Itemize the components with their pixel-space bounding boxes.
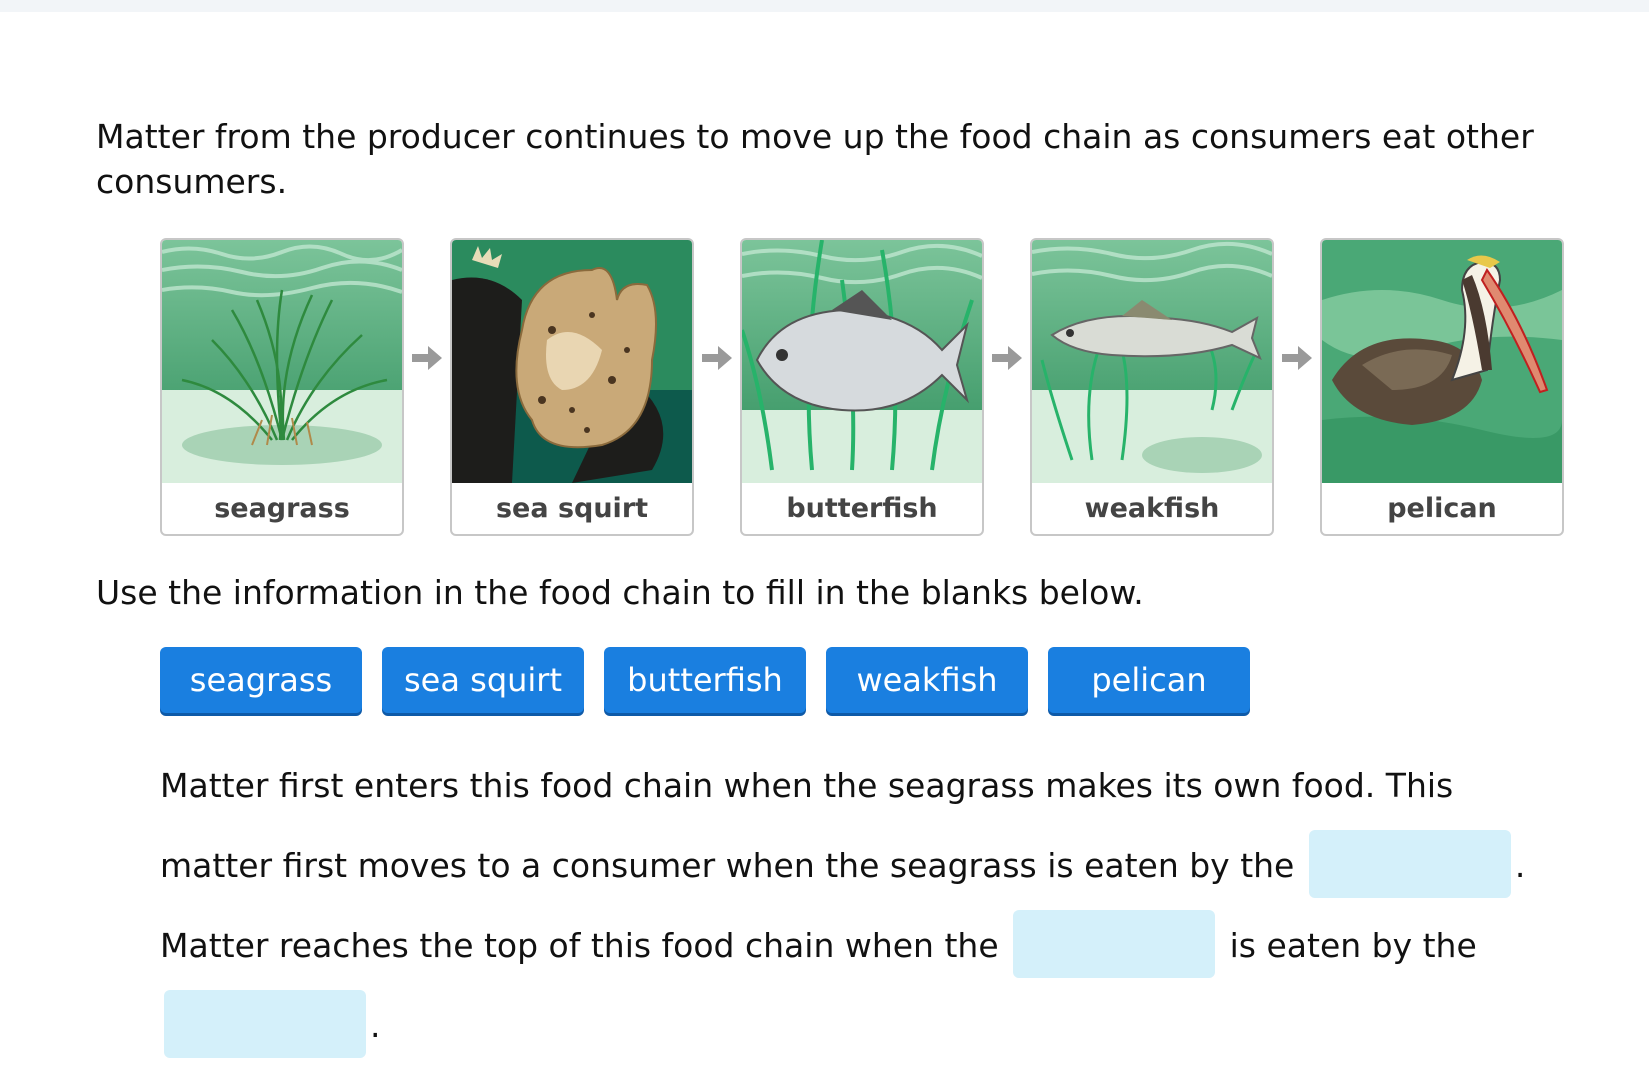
word-chip-seagrass[interactable]: seagrass — [160, 647, 362, 713]
arrow-right-icon — [992, 346, 1022, 370]
arrow-right-icon — [412, 346, 442, 370]
blank-drop-zone-2[interactable] — [1013, 909, 1216, 978]
butterfish-icon — [742, 240, 982, 483]
food-chain-label: weakfish — [1084, 493, 1220, 524]
food-chain-card-sea-squirt: sea squirt — [450, 238, 694, 536]
food-chain-card-seagrass: seagrass — [160, 238, 404, 536]
blank-drop-zone-3[interactable] — [164, 989, 366, 1058]
sea-squirt-icon — [452, 240, 692, 483]
food-chain-card-weakfish: weakfish — [1030, 238, 1274, 536]
pelican-icon — [1322, 240, 1562, 483]
food-chain: seagrass sea squirt — [160, 238, 1570, 538]
arrow-right-icon — [702, 346, 732, 370]
paragraph-text: is eaten by the — [1229, 926, 1477, 965]
instruction-text: Use the information in the food chain to… — [96, 573, 1144, 612]
paragraph-text: . — [370, 1006, 381, 1045]
top-bar — [0, 0, 1649, 12]
food-chain-label: seagrass — [214, 493, 350, 524]
word-chip-weakfish[interactable]: weakfish — [826, 647, 1028, 713]
seagrass-icon — [162, 240, 402, 483]
word-bank: seagrass sea squirt butterfish weakfish … — [160, 647, 1260, 715]
food-chain-card-butterfish: butterfish — [740, 238, 984, 536]
word-chip-sea-squirt[interactable]: sea squirt — [382, 647, 584, 713]
word-chip-pelican[interactable]: pelican — [1048, 647, 1250, 713]
paragraph-text: . Matter reaches the top of this food ch… — [160, 846, 1526, 965]
fill-in-paragraph: Matter first enters this food chain when… — [160, 746, 1560, 1066]
weakfish-icon — [1032, 240, 1272, 483]
arrow-right-icon — [1282, 346, 1312, 370]
food-chain-card-pelican: pelican — [1320, 238, 1564, 536]
paragraph-text: Matter first enters this food chain when… — [160, 766, 1454, 885]
food-chain-label: sea squirt — [495, 493, 649, 524]
food-chain-label: pelican — [1387, 493, 1497, 524]
food-chain-label: butterfish — [786, 493, 938, 524]
word-chip-butterfish[interactable]: butterfish — [604, 647, 806, 713]
blank-drop-zone-1[interactable] — [1308, 829, 1511, 898]
intro-text: Matter from the producer continues to mo… — [96, 117, 1534, 201]
